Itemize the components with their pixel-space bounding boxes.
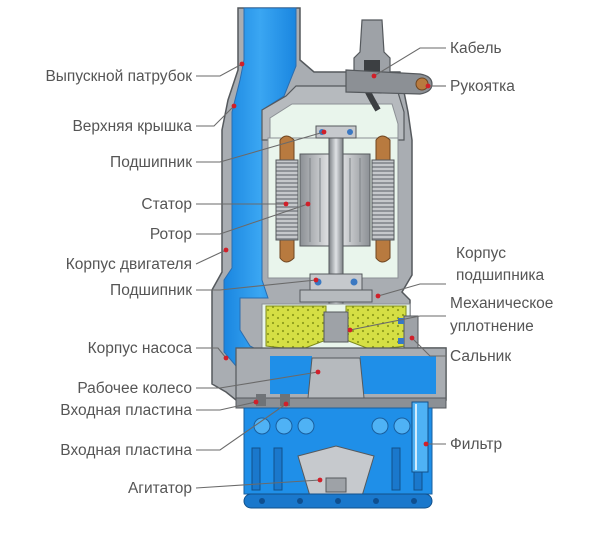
label-impeller: Рабочее колесо xyxy=(77,380,192,397)
strainer-holes xyxy=(253,417,411,435)
gland-shape xyxy=(403,315,419,351)
label-stator: Статор xyxy=(141,196,192,213)
label-bearing-housing-line1: Корпус xyxy=(456,245,506,262)
label-rotor: Ротор xyxy=(150,226,192,243)
label-motor-casing: Корпус двигателя xyxy=(66,256,192,273)
stator-right xyxy=(371,159,395,241)
label-cable: Кабель xyxy=(450,40,502,57)
label-inlet-plate-2: Входная пластина xyxy=(60,442,192,459)
label-handle: Рукоятка xyxy=(450,78,515,95)
label-gland: Сальник xyxy=(450,348,511,365)
leader-lines xyxy=(195,47,446,489)
label-filter: Фильтр xyxy=(450,436,502,453)
mech-seal-shape xyxy=(323,311,349,343)
handle-shape xyxy=(345,69,433,95)
stator-left xyxy=(275,159,299,241)
label-mech-seal-line2: уплотнение xyxy=(450,318,534,335)
label-outlet: Выпускной патрубок xyxy=(45,68,192,85)
labels-right: Кабель Рукоятка Корпус подшипника Механи… xyxy=(450,40,553,453)
impeller-shape xyxy=(307,357,365,399)
labels-left: Выпускной патрубок Верхняя крышка Подшип… xyxy=(45,68,192,497)
label-bearing-housing-line2: подшипника xyxy=(456,267,545,284)
bearing-housing-shape xyxy=(299,289,373,303)
label-inlet-plate-1: Входная пластина xyxy=(60,402,192,419)
volute-water-left xyxy=(270,356,312,394)
label-top-cover: Верхняя крышка xyxy=(72,118,192,135)
filter-shape xyxy=(411,401,429,473)
bearing-top-shape xyxy=(315,125,357,139)
outlet-channel xyxy=(223,7,297,367)
label-bearing-bottom: Подшипник xyxy=(110,282,192,299)
label-agitator: Агитатор xyxy=(128,480,192,497)
agitator-shape xyxy=(297,445,375,497)
label-pump-casing: Корпус насоса xyxy=(88,340,193,357)
oil-right xyxy=(345,305,407,351)
volute-water-right xyxy=(360,356,436,394)
oil-left xyxy=(265,305,327,351)
label-mech-seal-line1: Механическое xyxy=(450,295,553,312)
label-bearing-top: Подшипник xyxy=(110,154,192,171)
pump-body xyxy=(211,7,447,509)
